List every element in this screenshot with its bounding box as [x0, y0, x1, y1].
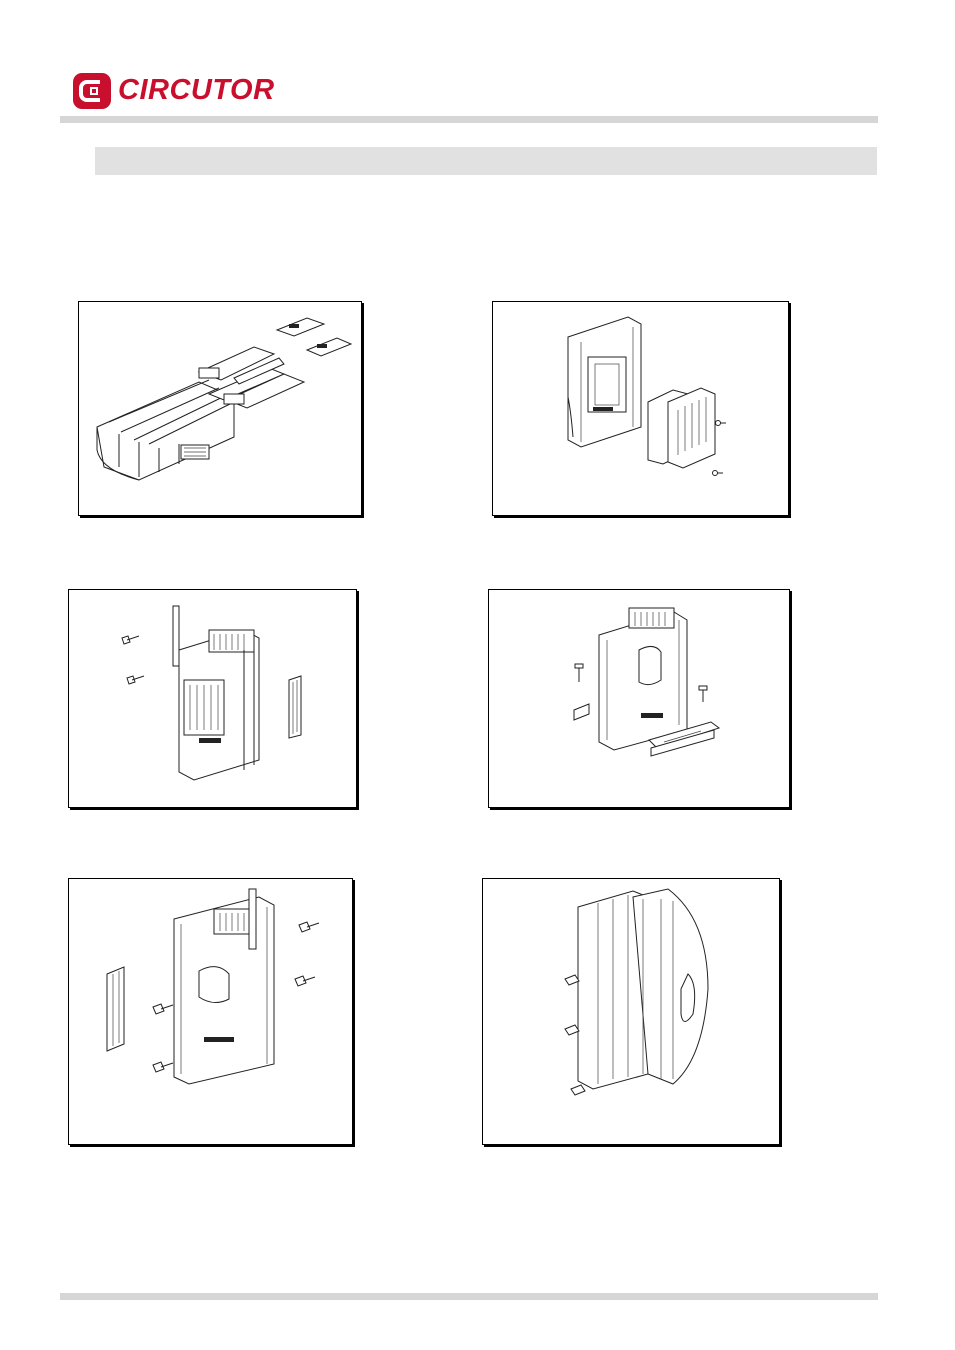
panel-bracket-drawing: [106, 888, 320, 1085]
figure-terminal-cover: [492, 301, 789, 516]
exploded-modules-drawing: [96, 317, 353, 481]
figure-bracket-bottom: [488, 589, 790, 808]
section-header-bar: [95, 147, 877, 175]
header-rule: [60, 116, 878, 123]
din-bracket-drawing: [121, 605, 302, 781]
footer-rule: [60, 1293, 878, 1300]
bottom-bracket-drawing: [573, 607, 721, 757]
circutor-c-logo-icon: [73, 73, 111, 109]
brand-name: CIRCUTOR: [118, 74, 275, 106]
figure-panel-bracket: [68, 878, 353, 1145]
figure-assembled-rear: [482, 878, 780, 1145]
terminal-cover-drawing: [567, 316, 726, 476]
figure-modules-exploded: [78, 301, 362, 516]
brand-logo: CIRCUTOR: [70, 68, 300, 114]
figure-din-bracket-side: [68, 589, 357, 808]
assembled-rear-drawing: [564, 888, 709, 1096]
